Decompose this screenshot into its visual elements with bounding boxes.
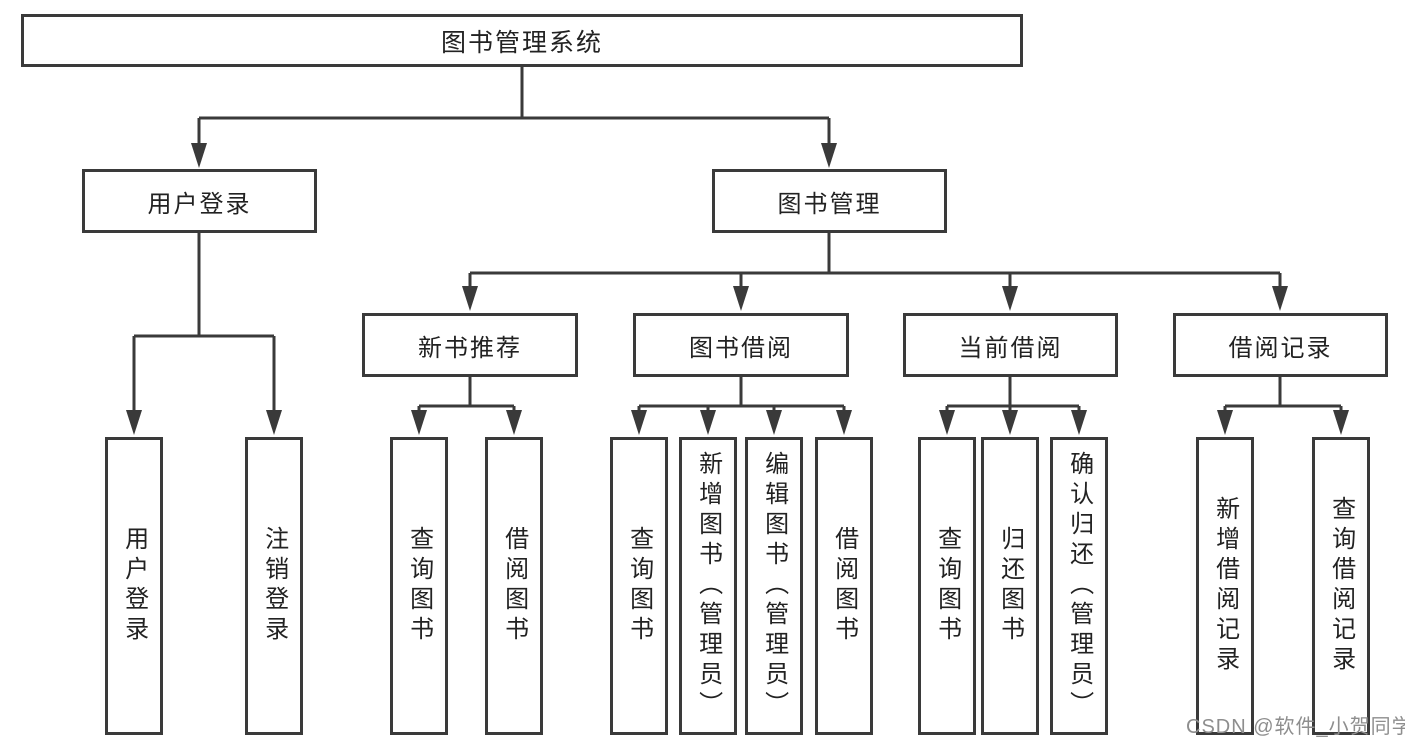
node-book-borrowing: 图书借阅: [633, 313, 849, 377]
leaf-label: 借阅图书: [500, 526, 528, 646]
leaf-label: 查询图书: [405, 526, 433, 646]
node-root-library-system: 图书管理系统: [21, 14, 1023, 67]
arrow-down-icon: [821, 143, 837, 168]
leaf-label: 新增借阅记录: [1211, 496, 1239, 676]
leaf-label: 用户登录: [120, 526, 148, 646]
tree-edges: [132, 67, 1343, 412]
leaf-confirm-return-admin: 确认归还（管理员）: [1050, 437, 1108, 735]
leaf-borrow-books-recommend: 借阅图书: [485, 437, 543, 735]
leaf-borrow-books-borrow: 借阅图书: [815, 437, 873, 735]
arrow-down-icon: [700, 410, 716, 435]
leaf-label: 注销登录: [260, 526, 288, 646]
node-book-management: 图书管理: [712, 169, 947, 233]
leaf-label: 归还图书: [996, 526, 1024, 646]
arrow-down-icon: [1333, 410, 1349, 435]
arrow-down-icon: [733, 286, 749, 311]
arrow-down-icon: [836, 410, 852, 435]
arrow-down-icon: [126, 410, 142, 435]
leaf-label: 查询图书: [933, 526, 961, 646]
arrow-down-icon: [766, 410, 782, 435]
leaf-add-borrow-record: 新增借阅记录: [1196, 437, 1254, 735]
arrow-down-icon: [939, 410, 955, 435]
node-user-login: 用户登录: [82, 169, 317, 233]
leaf-label: 借阅图书: [830, 526, 858, 646]
leaf-label: 编辑图书（管理员）: [760, 451, 788, 721]
leaf-query-books-borrow: 查询图书: [610, 437, 668, 735]
leaf-query-books-recommend: 查询图书: [390, 437, 448, 735]
arrow-down-icon: [266, 410, 282, 435]
arrow-down-icon: [411, 410, 427, 435]
leaf-return-books: 归还图书: [981, 437, 1039, 735]
leaf-query-borrow-record: 查询借阅记录: [1312, 437, 1370, 735]
leaf-add-book-admin: 新增图书（管理员）: [679, 437, 737, 735]
arrow-down-icon: [1002, 410, 1018, 435]
leaf-label: 新增图书（管理员）: [694, 451, 722, 721]
leaf-user-login: 用户登录: [105, 437, 163, 735]
node-borrowing-records: 借阅记录: [1173, 313, 1388, 377]
arrow-down-icon: [506, 410, 522, 435]
node-current-borrowing: 当前借阅: [903, 313, 1118, 377]
leaf-label: 确认归还（管理员）: [1065, 451, 1093, 721]
leaf-label: 查询借阅记录: [1327, 496, 1355, 676]
leaf-label: 查询图书: [625, 526, 653, 646]
leaf-logout: 注销登录: [245, 437, 303, 735]
arrow-down-icon: [631, 410, 647, 435]
arrow-down-icon: [1002, 286, 1018, 311]
arrowheads: [126, 143, 1349, 435]
arrow-down-icon: [462, 286, 478, 311]
arrow-down-icon: [191, 143, 207, 168]
leaf-edit-book-admin: 编辑图书（管理员）: [745, 437, 803, 735]
arrow-down-icon: [1272, 286, 1288, 311]
leaf-query-books-current: 查询图书: [918, 437, 976, 735]
csdn-watermark: CSDN @软件_小贺同学: [1186, 716, 1405, 738]
node-new-book-recommend: 新书推荐: [362, 313, 578, 377]
arrow-down-icon: [1217, 410, 1233, 435]
arrow-down-icon: [1071, 410, 1087, 435]
